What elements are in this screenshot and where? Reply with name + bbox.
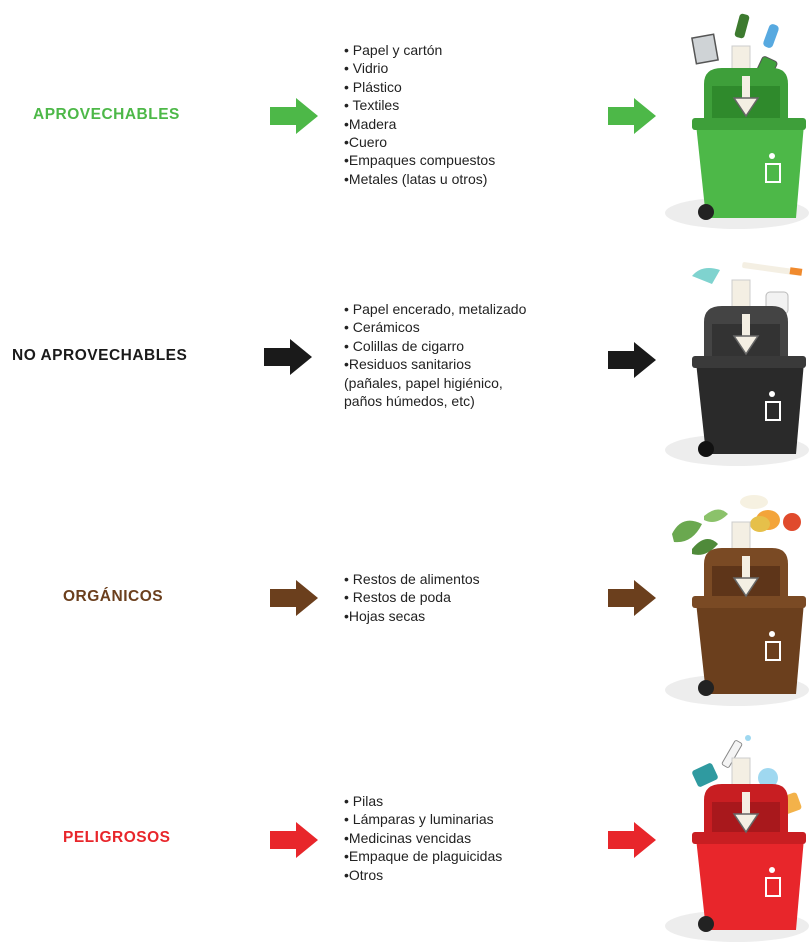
green-bin-icon xyxy=(665,13,809,229)
list-item: • Restos de poda xyxy=(344,589,451,606)
list-item: •Residuos sanitarios xyxy=(344,356,472,373)
row-peligrosos: PELIGROSOS • Pilas • Lámparas y luminari… xyxy=(0,708,811,944)
list-item: • Cerámicos xyxy=(344,319,420,336)
list-item: • Textiles xyxy=(344,97,400,114)
list-item: •Medicinas vencidas xyxy=(344,829,472,846)
list-item: • Plástico xyxy=(344,78,402,95)
list-item: • Vidrio xyxy=(344,60,389,77)
list-item: •Metales (latas u otros) xyxy=(344,170,488,187)
arrow-icon xyxy=(270,822,318,858)
item-list-no-aprovechables: • Papel encerado, metalizado • Cerámicos… xyxy=(344,300,526,410)
list-item: • Pilas xyxy=(344,793,384,809)
arrow-icon xyxy=(270,580,318,616)
arrow-icon xyxy=(264,339,312,375)
brown-bin-icon xyxy=(665,495,809,706)
row-aprovechables: APROVECHABLES • Papel y cartón • Vidrio … xyxy=(0,0,811,236)
arrow-icon xyxy=(608,342,656,378)
list-item: • Papel encerado, metalizado xyxy=(344,301,527,317)
category-title-aprovechables: APROVECHABLES xyxy=(33,106,180,123)
row-organicos: ORGÁNICOS • Restos de alimentos • Restos… xyxy=(0,472,811,708)
list-item: • Lámparas y luminarias xyxy=(344,811,494,828)
item-list-organicos: • Restos de alimentos • Restos de poda •… xyxy=(344,570,480,625)
item-list-aprovechables: • Papel y cartón • Vidrio • Plástico • T… xyxy=(344,41,495,188)
arrow-icon xyxy=(608,822,656,858)
list-item: •Hojas secas xyxy=(344,607,426,624)
list-item: •Madera xyxy=(344,115,397,132)
list-item: (pañales, papel higiénico, xyxy=(344,374,503,391)
list-item: paños húmedos, etc) xyxy=(344,393,475,410)
list-item: • Restos de alimentos xyxy=(344,571,480,587)
list-item: • Colillas de cigarro xyxy=(344,337,465,354)
category-title-organicos: ORGÁNICOS xyxy=(63,588,164,605)
arrow-icon xyxy=(608,98,656,134)
list-item: •Otros xyxy=(344,866,384,883)
list-item: • Papel y cartón xyxy=(344,42,443,58)
category-title-peligrosos: PELIGROSOS xyxy=(63,829,171,846)
arrow-icon xyxy=(270,98,318,134)
list-item: •Empaque de plaguicidas xyxy=(344,848,503,865)
category-title-no-aprovechables: NO APROVECHABLES xyxy=(12,347,188,364)
red-bin-icon xyxy=(665,735,809,942)
row-no-aprovechables: NO APROVECHABLES • Papel encerado, metal… xyxy=(0,236,811,472)
arrow-icon xyxy=(608,580,656,616)
black-bin-icon xyxy=(665,262,809,466)
list-item: •Empaques compuestos xyxy=(344,152,496,169)
item-list-peligrosos: • Pilas • Lámparas y luminarias •Medicin… xyxy=(344,792,502,884)
list-item: •Cuero xyxy=(344,134,388,151)
